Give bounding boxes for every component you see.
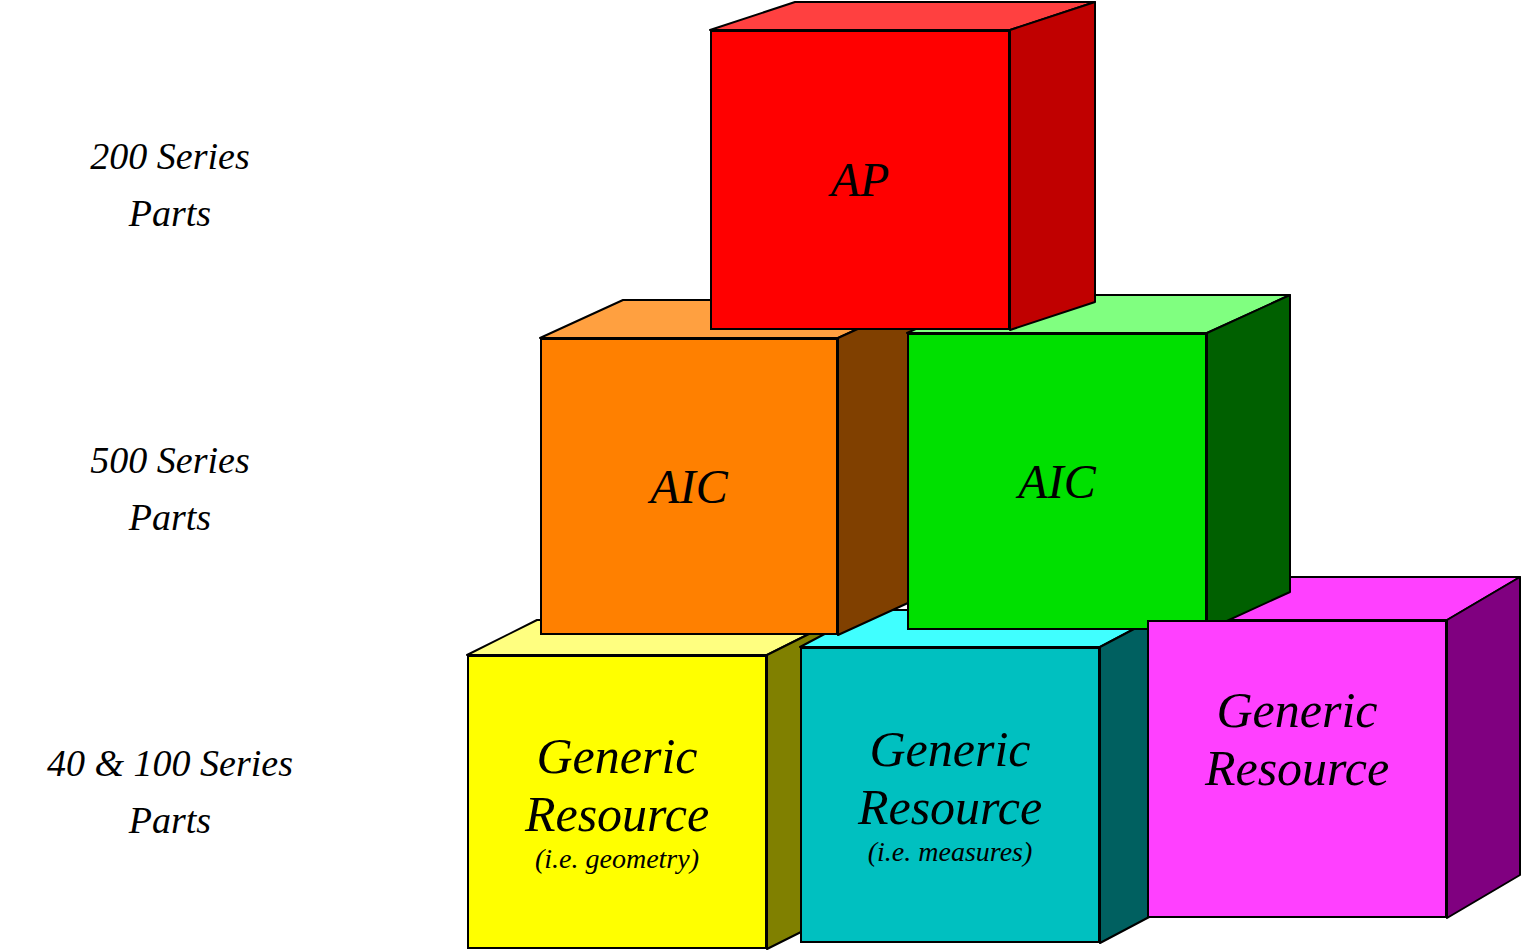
- cube-note: (i.e. measures): [868, 836, 1033, 868]
- cube-label: AP: [831, 152, 890, 207]
- cube-side: [1207, 295, 1290, 630]
- generic-resource-cube: Generic Resource(i.e. geometry): [467, 655, 767, 949]
- aic-cube: AIC: [907, 333, 1207, 630]
- cube-side: [1447, 577, 1520, 918]
- series-label: 40 & 100 Series Parts: [10, 735, 330, 849]
- cube-note: (i.e. geometry): [535, 843, 699, 875]
- cube-label: AIC: [650, 459, 727, 514]
- generic-resource-cube: Generic Resource(i.e. measures): [800, 647, 1100, 943]
- application-protocol-cube: AP: [710, 30, 1010, 330]
- cube-side: [1010, 2, 1095, 330]
- cube-label: AIC: [1018, 454, 1095, 509]
- aic-cube: AIC: [540, 338, 838, 635]
- series-label: 200 Series Parts: [55, 128, 285, 242]
- cube-label: Generic Resource: [477, 728, 757, 843]
- series-label: 500 Series Parts: [55, 432, 285, 546]
- cube-label: Generic Resource: [810, 721, 1090, 836]
- generic-resource-cube: Generic Resource: [1147, 620, 1447, 918]
- cube-label: Generic Resource: [1157, 682, 1437, 797]
